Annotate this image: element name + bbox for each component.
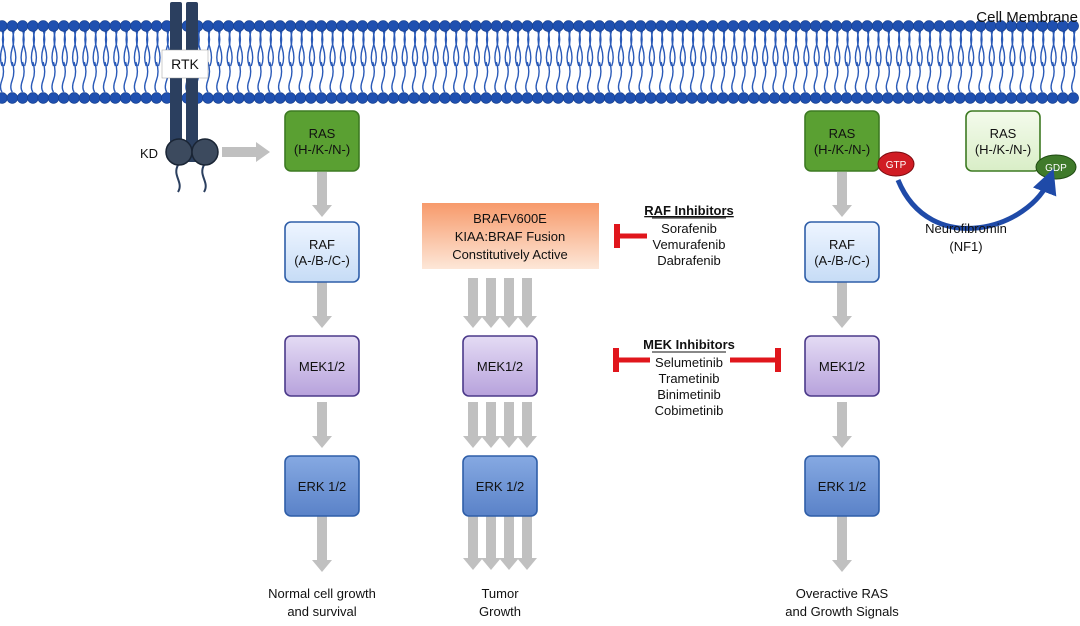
raf-inhibitor-bar: [614, 224, 647, 248]
rtk-receptor: RTK KD: [140, 2, 219, 193]
mek-inhibitors-title: MEK Inhibitors: [643, 337, 735, 352]
ras-node-overactive-label: RAS(H-/K-/N-): [814, 126, 870, 157]
arrow-mek-to-erk-left: [312, 402, 332, 448]
gdp-label: GDP: [1045, 163, 1067, 174]
inhibitor-bars: [613, 224, 781, 372]
mek-node-normal-label: MEK1/2: [299, 359, 345, 374]
ras-node-normal-label: RAS(H-/K-/N-): [294, 126, 350, 157]
arrow-ras-to-raf-left: [312, 172, 332, 217]
ras-node-overactive: RAS(H-/K-/N-): [804, 110, 880, 172]
raf-node-normal: RAF(A-/B-/C-): [284, 221, 360, 283]
raf-inhibitors-title: RAF Inhibitors: [644, 203, 734, 218]
cell-membrane-label: Cell Membrane: [976, 9, 1078, 26]
erk-node-overactive-label: ERK 1/2: [818, 479, 866, 494]
rtk-to-ras-arrow: [222, 142, 270, 162]
kinase-domain-right: [191, 138, 219, 166]
rtk-label: RTK: [171, 56, 199, 72]
erk-node-normal-label: ERK 1/2: [298, 479, 346, 494]
raf-node-normal-label: RAF(A-/B-/C-): [294, 237, 350, 268]
raf-inhibitor-drug: Vemurafenib: [653, 237, 726, 252]
kd-label: KD: [140, 146, 158, 161]
mek-inhibitors: MEK Inhibitors SelumetinibTrametinibBini…: [643, 337, 735, 418]
erk-node-tumor-label: ERK 1/2: [476, 479, 524, 494]
arrow-mek-to-erk-right: [832, 402, 852, 448]
gtp-badge: [877, 151, 915, 177]
arrow-erk-to-tumor-2: [481, 512, 501, 570]
ras-node-normal: RAS(H-/K-/N-): [284, 110, 360, 172]
arrow-mek-to-erk-mid-3: [499, 402, 519, 448]
nf1-label: Neurofibromin(NF1): [925, 221, 1007, 254]
raf-inhibitors: RAF Inhibitors SorafenibVemurafenibDabra…: [644, 203, 734, 268]
kinase-domain-left: [165, 138, 193, 166]
arrow-erk-to-outcome-right: [832, 512, 852, 572]
mek-node-tumor-label: MEK1/2: [477, 359, 523, 374]
rtk-label-box: [161, 49, 209, 79]
mek-inhibitor-drug: Binimetinib: [657, 387, 721, 402]
cell-membrane: [0, 20, 1079, 104]
arrow-mek-to-erk-mid-2: [481, 402, 501, 448]
mek-node-normal: MEK1/2: [284, 335, 360, 397]
arrow-erk-to-tumor-3: [499, 512, 519, 570]
arrow-raf-to-mek-left: [312, 282, 332, 328]
arrow-mutant-to-mek-4: [517, 278, 537, 328]
nf1-hydrolysis-arrow: [895, 168, 1057, 231]
arrow-raf-to-mek-right: [832, 282, 852, 328]
mek-inhibitor-drug: Trametinib: [659, 371, 720, 386]
arrow-erk-to-tumor-4: [517, 512, 537, 570]
arrow-mutant-to-mek-2: [481, 278, 501, 328]
raf-inhibitor-drug: Sorafenib: [661, 221, 717, 236]
erk-node-tumor: ERK 1/2: [462, 455, 538, 517]
erk-node-overactive: ERK 1/2: [804, 455, 880, 517]
mek-inhibitor-bar-left: [613, 348, 650, 372]
arrow-mek-to-erk-mid-1: [463, 402, 483, 448]
arrow-mutant-to-mek-3: [499, 278, 519, 328]
gdp-badge: GDP: [1035, 154, 1077, 180]
arrow-erk-to-outcome-left: [312, 512, 332, 572]
arrow-mek-to-erk-mid-4: [517, 402, 537, 448]
gtp-gdp-cycle: GTP Neurofibromin(NF1): [877, 151, 1057, 254]
erk-node-normal: ERK 1/2: [284, 455, 360, 517]
mek-inhibitor-drug: Selumetinib: [655, 355, 723, 370]
raf-node-overactive: RAF(A-/B-/C-): [804, 221, 880, 283]
mek-node-tumor: MEK1/2: [462, 335, 538, 397]
raf-node-overactive-label: RAF(A-/B-/C-): [814, 237, 870, 268]
mek-inhibitor-drug: Cobimetinib: [655, 403, 724, 418]
ras-node-inactive: RAS(H-/K-/N-): [965, 110, 1041, 172]
mek-node-overactive: MEK1/2: [804, 335, 880, 397]
arrow-mutant-to-mek-1: [463, 278, 483, 328]
arrow-ras-to-raf-right: [832, 172, 852, 217]
arrow-erk-to-tumor-1: [463, 512, 483, 570]
gtp-label: GTP: [886, 160, 907, 171]
mek-node-overactive-label: MEK1/2: [819, 359, 865, 374]
raf-inhibitor-drug: Dabrafenib: [657, 253, 721, 268]
signal-arrows: [222, 142, 852, 572]
mek-inhibitor-bar-right: [730, 348, 781, 372]
ras-node-inactive-label: RAS(H-/K-/N-): [975, 126, 1031, 157]
